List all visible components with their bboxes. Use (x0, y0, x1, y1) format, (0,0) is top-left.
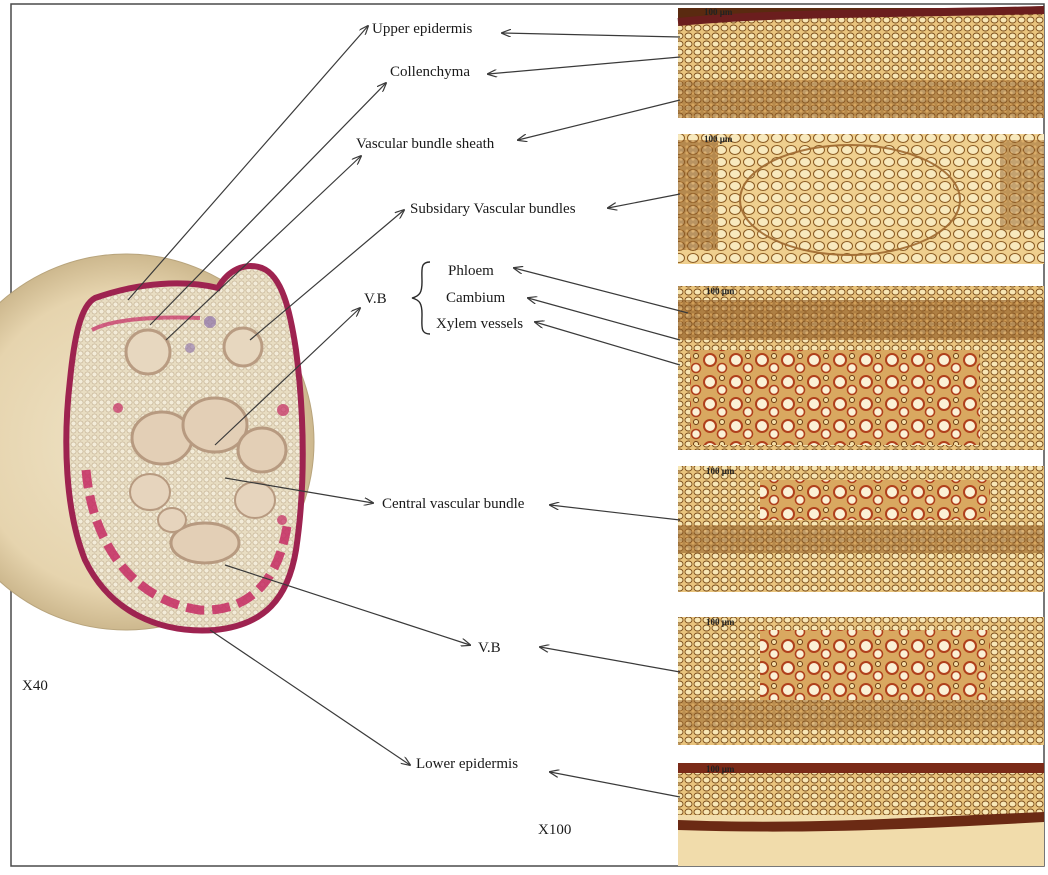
label-lower-epidermis: Lower epidermis (416, 756, 518, 772)
label-phloem: Phloem (448, 263, 494, 279)
arrow-subsidiary-panel (608, 194, 680, 208)
high-mag-panel-1: 100 µm (678, 7, 1044, 118)
scale-bar-5: 100 µm (706, 617, 735, 627)
arrow-upper-epidermis-panel (502, 33, 680, 37)
high-mag-panel-6: 100 µm (678, 763, 1044, 866)
arrow-xylem-panel (535, 322, 680, 365)
high-mag-panel-3: 100 µm (678, 286, 1044, 450)
label-cambium: Cambium (446, 290, 505, 306)
arrow-phloem-panel (514, 268, 688, 313)
label-vb-group: V.B (364, 291, 387, 307)
scale-bar-1: 100 µm (704, 7, 733, 17)
scale-bar-3: 100 µm (706, 286, 735, 296)
label-vascular-bundle-sheath: Vascular bundle sheath (356, 136, 495, 152)
arrow-bundle-sheath-panel (518, 100, 680, 140)
scale-bar-6: 100 µm (706, 764, 735, 774)
label-collenchyma: Collenchyma (390, 64, 470, 80)
arrow-lower-epidermis-panel (550, 772, 680, 797)
label-vb-lower: V.B (478, 640, 501, 656)
arrow-upper-epidermis-lens (128, 26, 368, 300)
high-mag-panel-2: 100 µm (678, 134, 1044, 264)
arrow-lower-epidermis-lens (210, 630, 410, 765)
label-magnification-low: X40 (22, 678, 48, 694)
low-mag-micrograph (0, 254, 314, 630)
label-xylem-vessels: Xylem vessels (436, 316, 523, 332)
scale-bar-2: 100 µm (704, 134, 733, 144)
arrow-cambium-panel (528, 298, 680, 340)
high-mag-panel-5: 100 µm (678, 617, 1044, 745)
label-upper-epidermis: Upper epidermis (372, 21, 473, 37)
high-mag-panel-4: 100 µm (678, 466, 1044, 592)
label-magnification-high: X100 (538, 822, 571, 838)
arrow-collenchyma-panel (488, 57, 680, 74)
label-subsidiary-vascular-bundles: Subsidary Vascular bundles (410, 201, 576, 217)
label-central-vascular-bundle: Central vascular bundle (382, 496, 525, 512)
vb-brace (412, 262, 430, 334)
arrow-vb-lower-panel (540, 647, 680, 672)
scale-bar-4: 100 µm (706, 466, 735, 476)
arrow-central-bundle-panel (550, 505, 680, 520)
